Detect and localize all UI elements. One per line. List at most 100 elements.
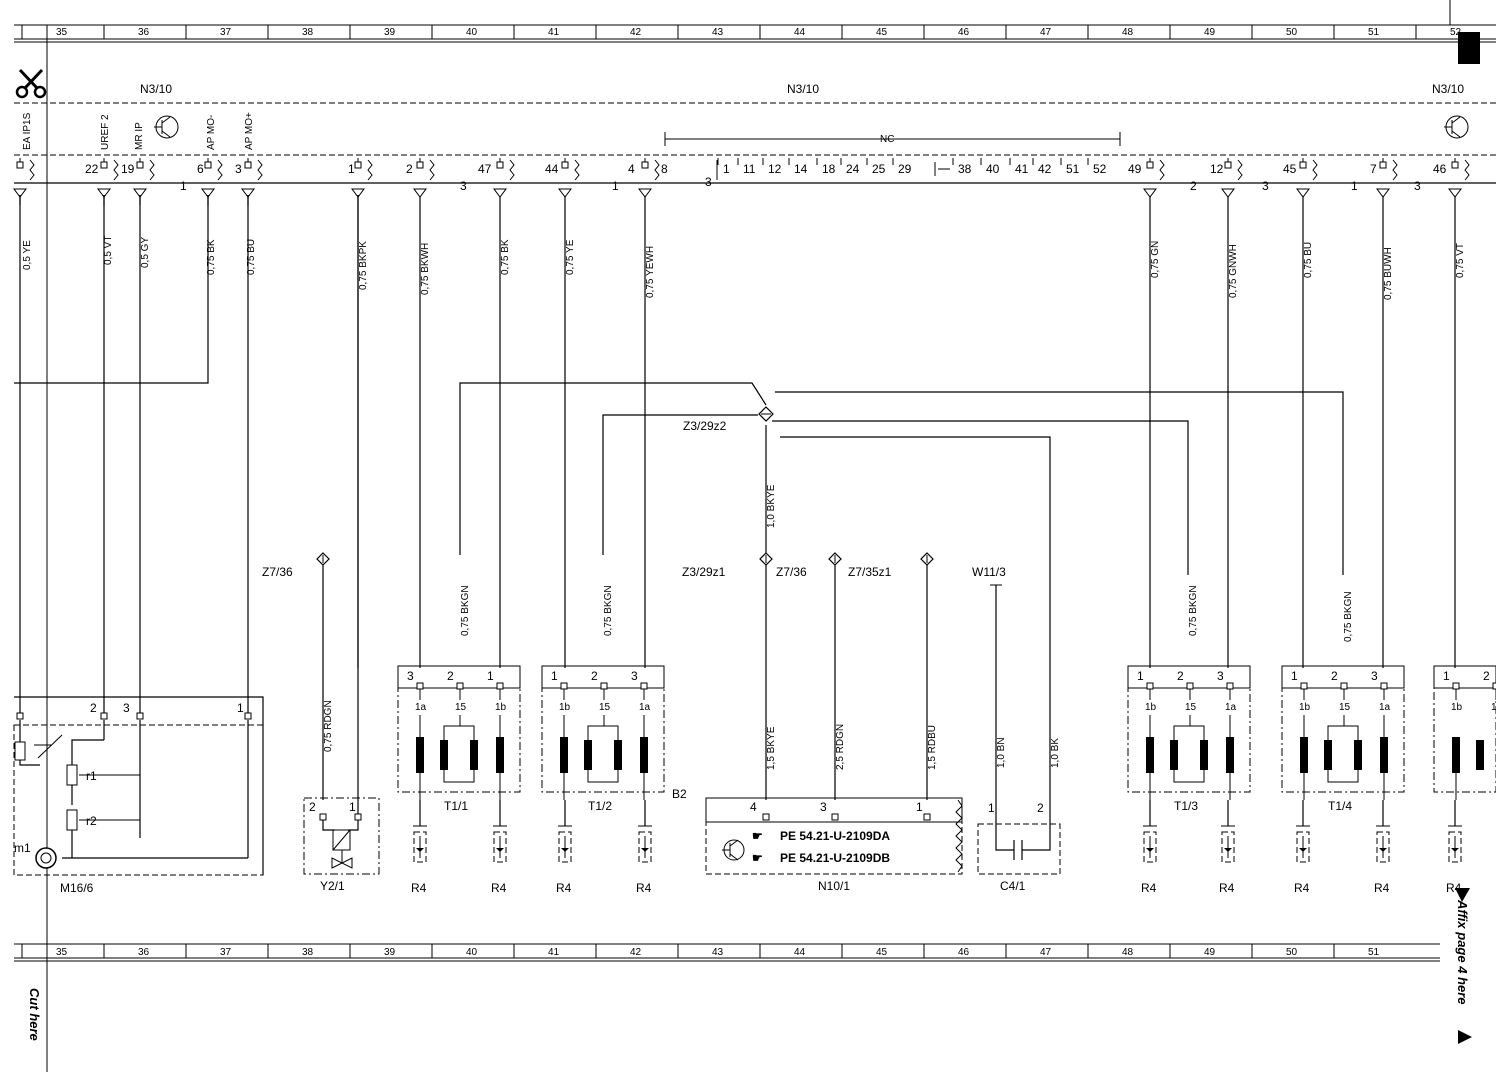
pin-socket (1492, 682, 1496, 690)
column-number: 47 (1040, 947, 1052, 958)
pin-socket (600, 682, 608, 690)
svg-text:3: 3 (705, 175, 712, 189)
b2-label: B2 (672, 787, 687, 801)
pin-socket (1224, 161, 1232, 169)
wire-color-label: 1,0 BKYE (766, 484, 777, 528)
coil-core (470, 740, 478, 770)
svg-text:6: 6 (197, 162, 204, 176)
connector-arrow-icon (1296, 188, 1310, 198)
coil-winding (496, 737, 504, 773)
component-m16-6: 2 3 1 r1 r2 m1 M16/6 (13, 195, 264, 895)
pin-socket (1379, 161, 1387, 169)
column-number: 46 (958, 27, 970, 38)
wire-color-label: 2,5 RDGN (835, 724, 846, 770)
column-number: 43 (712, 27, 724, 38)
column-number: 51 (1368, 27, 1380, 38)
wire-color-label: 0,75 BK (206, 239, 217, 275)
shield-symbol (1237, 159, 1243, 181)
coil-winding (1380, 737, 1388, 773)
nc-pin: 25 (872, 162, 886, 176)
coil-terminal-label: 1a (1379, 702, 1391, 713)
coil-terminal-label: 1b (559, 702, 571, 713)
coil-pin-number: 2 (1483, 669, 1490, 683)
svg-text:22: 22 (85, 162, 99, 176)
coil-core (584, 740, 592, 770)
coil-core (1324, 740, 1332, 770)
coil-core (1170, 740, 1178, 770)
wire-color-label: 0,75 GNWH (1228, 244, 1239, 298)
coil-pin-number: 3 (1217, 669, 1224, 683)
column-number: 50 (1286, 947, 1298, 958)
column-number: 44 (794, 947, 806, 958)
spark-plug-icon (1296, 831, 1310, 863)
pin-socket (560, 682, 568, 690)
connector-arrow-icon (241, 188, 255, 198)
component-n10-1: 4 3 1 ☛ ☛ PE 54.21-U-2109DA PE 54.21-U-2… (705, 797, 963, 893)
r4-label: R4 (1446, 881, 1462, 895)
shield-symbol (367, 159, 373, 181)
spark-plug-icon (1143, 831, 1157, 863)
ignition-coil (1433, 687, 1496, 793)
wire-color-label: 0,75 BKPK (358, 241, 369, 290)
pin-socket (1146, 161, 1154, 169)
coil-winding (560, 737, 568, 773)
shield-symbol (149, 159, 155, 181)
shield-symbol (113, 159, 119, 181)
pe-ref-da: PE 54.21-U-2109DA (780, 829, 890, 843)
coil-pin-number: 1 (1137, 669, 1144, 683)
n3-10-left-label: N3/10 (140, 82, 172, 96)
column-number: 51 (1368, 947, 1380, 958)
column-number: 35 (56, 947, 68, 958)
shield-symbol (1312, 159, 1318, 181)
spark-plug-icon (638, 831, 652, 863)
coil-winding (416, 737, 424, 773)
column-number: 39 (384, 947, 396, 958)
connector-arrow-icon (1376, 188, 1390, 198)
nc-pin: 42 (1038, 162, 1052, 176)
wire-color-label: 0,75 BU (246, 239, 257, 275)
svg-text:2: 2 (309, 800, 316, 814)
wire-color-label: 0,75 BKGN (460, 585, 471, 636)
connector-arrow-icon (638, 188, 652, 198)
connector-arrow-icon (558, 188, 572, 198)
column-number: 38 (302, 27, 314, 38)
shield-symbol (1464, 159, 1470, 181)
pin-socket (1451, 161, 1459, 169)
coil-winding (1300, 737, 1308, 773)
coil-terminal-label: 1a (415, 702, 427, 713)
wire-color-label: 0,75 YE (565, 239, 576, 275)
shield-symbol (257, 159, 263, 181)
wire-color-label: 0,5 VT (103, 236, 114, 265)
coil-pin-number: 3 (1371, 669, 1378, 683)
wire-color-label: 1,5 BKYE (766, 726, 777, 770)
svg-text:2: 2 (406, 162, 413, 176)
hand-pointer-icon: ☛ (752, 829, 763, 843)
pin-socket (561, 161, 569, 169)
connector-arrow-icon (1221, 188, 1235, 198)
m1-label: m1 (14, 841, 31, 855)
coil-pin-number: 2 (447, 669, 454, 683)
shield-symbol (429, 159, 435, 181)
svg-text:19: 19 (121, 162, 135, 176)
nc-pin: 41 (1015, 162, 1029, 176)
pin-socket (496, 682, 504, 690)
coil-terminal-label: 1a (1225, 702, 1237, 713)
coil-pin-number: 2 (1177, 669, 1184, 683)
svg-text:7: 7 (1370, 162, 1377, 176)
coil-pin-number: 1 (1291, 669, 1298, 683)
coil-core (614, 740, 622, 770)
coil-winding (640, 737, 648, 773)
coil-winding (1226, 737, 1234, 773)
wire-color-label: 0,75 BKGN (603, 585, 614, 636)
coil-terminal-label: 1a (639, 702, 651, 713)
svg-text:49: 49 (1128, 162, 1142, 176)
pin-socket (640, 682, 648, 690)
column-number: 50 (1286, 27, 1298, 38)
nc-pin: 14 (794, 162, 808, 176)
nc-pin: 18 (822, 162, 836, 176)
coil-pin-number: 2 (1331, 669, 1338, 683)
